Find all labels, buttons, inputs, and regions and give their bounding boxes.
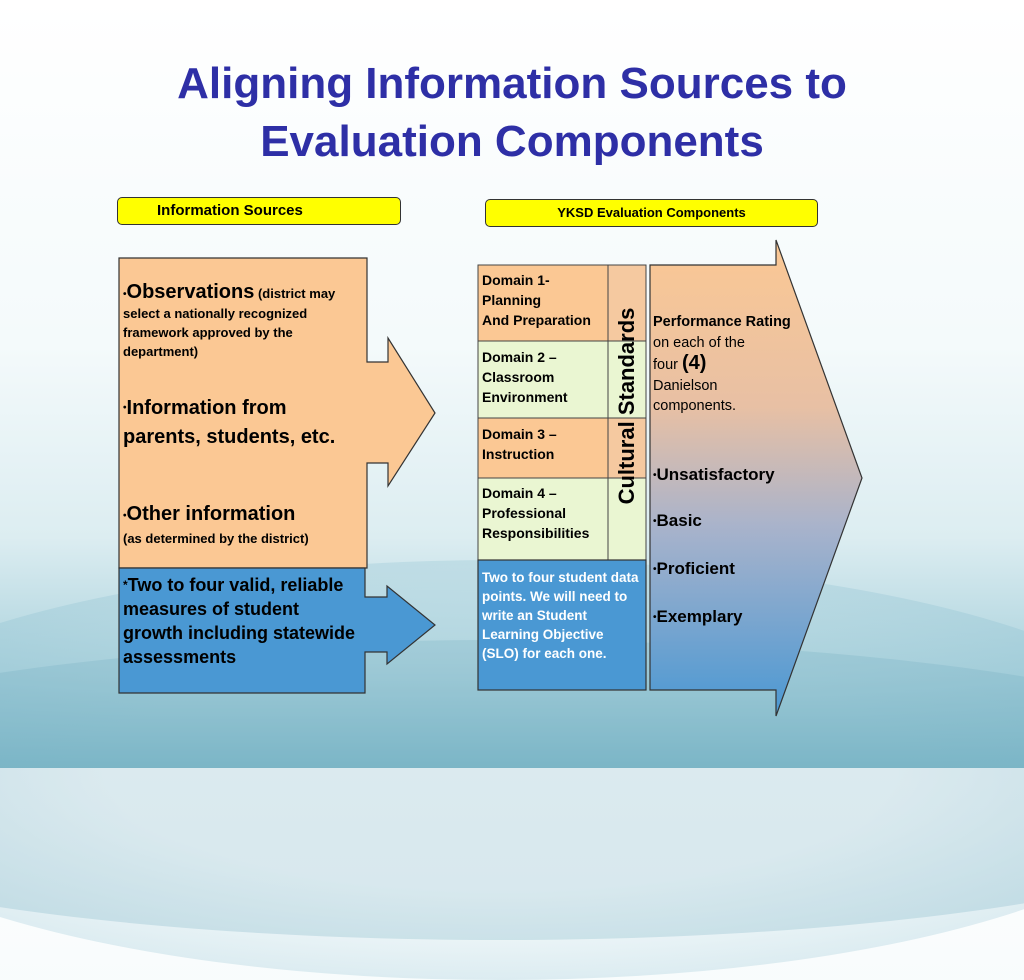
bullet: • [653, 564, 657, 576]
observations-item: •Observations (district may select a nat… [123, 281, 363, 361]
bullet: • [123, 289, 127, 301]
bullet: • [653, 516, 657, 528]
bullet: • [653, 612, 657, 624]
slo-box [477, 559, 647, 691]
rating-label: Unsatisfactory [656, 465, 775, 484]
performance-text-1: on each of the [653, 334, 745, 351]
observations-heading: Observations [126, 281, 255, 303]
domain-4-line2: Professional [482, 505, 567, 521]
other-heading: Other information [126, 503, 296, 525]
domain-1: Domain 1- Planning And Preparation [482, 270, 591, 330]
domain-4: Domain 4 – Professional Responsibilities [482, 483, 589, 543]
observations-detail-inline: (district [257, 286, 306, 301]
slide-title: Aligning Information Sources to Evaluati… [0, 55, 1024, 171]
bullet: • [123, 510, 127, 522]
performance-rating-text: Performance Rating on each of the four (… [653, 312, 803, 417]
domain-3-line1: Domain 3 – [482, 426, 557, 442]
domain-2-line2: Classroom [482, 369, 555, 385]
information-from-text: Information from parents, students, etc. [123, 397, 336, 448]
cultural-standards-label: Cultural Standards [614, 307, 639, 505]
diagram-shapes [118, 239, 863, 717]
rating-label: Proficient [656, 559, 735, 578]
asterisk: * [123, 578, 128, 592]
cultural-standards-column: Cultural Standards [611, 266, 643, 546]
other-information-item: •Other information (as determined by the… [123, 503, 363, 550]
domain-3: Domain 3 – Instruction [482, 424, 557, 464]
observations-detail: may select a nationally recognized frame… [123, 286, 336, 360]
domain-4-line1: Domain 4 – [482, 485, 557, 501]
title-line-1: Aligning Information Sources to [177, 59, 847, 108]
bullet: • [123, 402, 127, 414]
rating-proficient: •Proficient [653, 559, 735, 579]
domain-1-line3: And Preparation [482, 312, 591, 328]
domain-4-line3: Responsibilities [482, 525, 590, 541]
performance-text-2: four [653, 357, 683, 373]
other-detail: (as determined by the district) [123, 530, 309, 546]
student-growth-item: *Two to four valid, reliable measures of… [123, 573, 363, 669]
domain-2-line1: Domain 2 – [482, 349, 557, 365]
rating-unsatisfactory: •Unsatisfactory [653, 465, 775, 485]
performance-four: (4) [682, 352, 707, 374]
domain-1-line1: Domain 1- [482, 272, 550, 288]
rating-exemplary: •Exemplary [653, 607, 743, 627]
performance-text-3: Danielson components. [653, 377, 737, 415]
rating-label: Basic [656, 511, 702, 530]
bullet: • [653, 470, 657, 482]
information-sources-header: Information Sources [117, 197, 401, 225]
evaluation-components-header: YKSD Evaluation Components [485, 199, 818, 227]
domain-2: Domain 2 – Classroom Environment [482, 347, 568, 407]
performance-rating-bold: Performance Rating [653, 314, 791, 330]
domain-2-line3: Environment [482, 389, 568, 405]
domain-3-line2: Instruction [482, 446, 555, 462]
rating-label: Exemplary [656, 607, 743, 626]
student-growth-arrow [118, 567, 436, 694]
slo-text: Two to four student data points. We will… [482, 570, 639, 661]
rating-basic: •Basic [653, 511, 702, 531]
performance-arrow [649, 239, 863, 717]
student-growth-text: Two to four valid, reliable measures of … [123, 575, 356, 667]
domain-1-line2: Planning [482, 292, 542, 308]
information-from-item: •Information from parents, students, etc… [123, 394, 363, 451]
title-line-2: Evaluation Components [260, 117, 764, 166]
